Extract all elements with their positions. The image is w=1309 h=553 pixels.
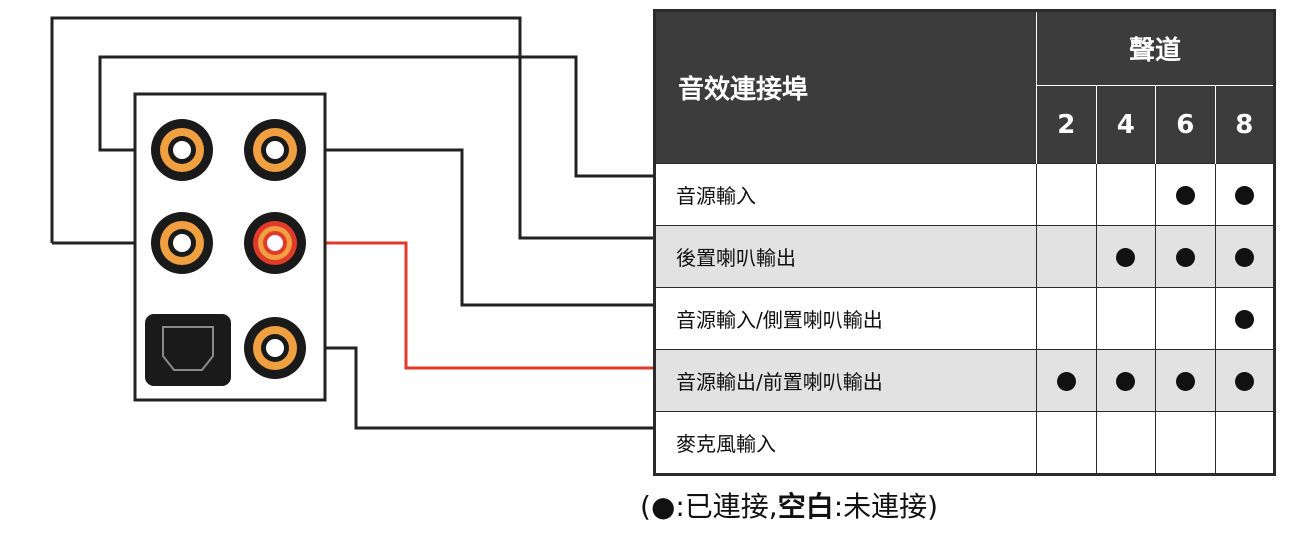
- connected-dot-icon: [1056, 371, 1076, 391]
- channel-cell: [1155, 287, 1216, 350]
- table-row: 麥克風輸入: [654, 411, 1275, 475]
- channel-6: 6: [1155, 85, 1216, 164]
- channel-cell: [1036, 225, 1097, 288]
- connected-dot-icon: [1116, 247, 1136, 267]
- table-row: 音源輸出/前置喇叭輸出: [654, 349, 1275, 412]
- jack-mic-in: [244, 317, 306, 379]
- legend-blank-label: 空白: [777, 490, 834, 523]
- port-label: 音源輸出/前置喇叭輸出: [654, 349, 1037, 412]
- channel-cell: [1036, 287, 1097, 350]
- table-row: 後置喇叭輸出: [654, 225, 1275, 288]
- channel-cell: [1155, 411, 1216, 475]
- channel-table-wrap: 音效連接埠 聲道 2 4 6 8 音源輸入後置喇叭輸出音源輸入/側置喇叭輸出音源…: [653, 9, 1276, 476]
- jack-side-speaker: [244, 119, 306, 181]
- connected-dot-icon: [1234, 371, 1254, 391]
- channel-cell: [1214, 287, 1275, 350]
- channel-cell: [1214, 225, 1275, 288]
- legend: (●:已連接,空白:未連接): [640, 485, 938, 525]
- channel-cell: [1214, 411, 1275, 475]
- channel-table: 音效連接埠 聲道 2 4 6 8 音源輸入後置喇叭輸出音源輸入/側置喇叭輸出音源…: [653, 9, 1276, 476]
- connected-dot-icon: [1234, 247, 1254, 267]
- channel-cell: [1095, 163, 1156, 226]
- optical-port-icon: [145, 314, 231, 386]
- channel-8: 8: [1214, 85, 1275, 164]
- channel-header: 聲道: [1036, 10, 1275, 87]
- channel-cell: [1095, 225, 1156, 288]
- channel-2: 2: [1036, 85, 1097, 164]
- legend-close: ): [927, 490, 939, 523]
- connected-dot-icon: [1116, 371, 1136, 391]
- line-mic: [275, 346, 656, 430]
- connected-dot-icon: [1175, 247, 1195, 267]
- jack-line-in-top-left: [151, 119, 213, 181]
- line-line-in: [98, 55, 656, 178]
- channel-4: 4: [1095, 85, 1156, 164]
- table-title: 音效連接埠: [654, 10, 1037, 164]
- connected-dot-icon: [1175, 185, 1195, 205]
- port-label: 音源輸入/側置喇叭輸出: [654, 287, 1037, 350]
- port-label: 音源輸入: [654, 163, 1037, 226]
- jack-front-speaker: [244, 212, 306, 274]
- line-side-speaker: [275, 148, 656, 307]
- channel-cell: [1155, 225, 1216, 288]
- legend-blank-desc: :未連接: [833, 490, 928, 523]
- channel-cell: [1095, 287, 1156, 350]
- legend-dot-label: ●:已連接,: [650, 490, 778, 523]
- channel-cell: [1155, 163, 1216, 226]
- channel-cell: [1036, 349, 1097, 412]
- channel-cell: [1095, 411, 1156, 475]
- table-body: 音源輸入後置喇叭輸出音源輸入/側置喇叭輸出音源輸出/前置喇叭輸出麥克風輸入: [654, 163, 1275, 475]
- channel-cell: [1036, 411, 1097, 475]
- table-row: 音源輸入/側置喇叭輸出: [654, 287, 1275, 350]
- connected-dot-icon: [1175, 371, 1195, 391]
- legend-open: (: [640, 490, 651, 523]
- jack-rear-speaker: [151, 212, 213, 274]
- channel-cell: [1214, 349, 1275, 412]
- channel-cell: [1214, 163, 1275, 226]
- port-label: 麥克風輸入: [654, 411, 1037, 475]
- connected-dot-icon: [1234, 309, 1254, 329]
- channel-cell: [1155, 349, 1216, 412]
- channel-cell: [1095, 349, 1156, 412]
- line-mic-in: [50, 16, 656, 243]
- channel-cell: [1036, 163, 1097, 226]
- table-row: 音源輸入: [654, 163, 1275, 226]
- connected-dot-icon: [1234, 185, 1254, 205]
- port-label: 後置喇叭輸出: [654, 225, 1037, 288]
- line-front-speaker: [275, 241, 656, 370]
